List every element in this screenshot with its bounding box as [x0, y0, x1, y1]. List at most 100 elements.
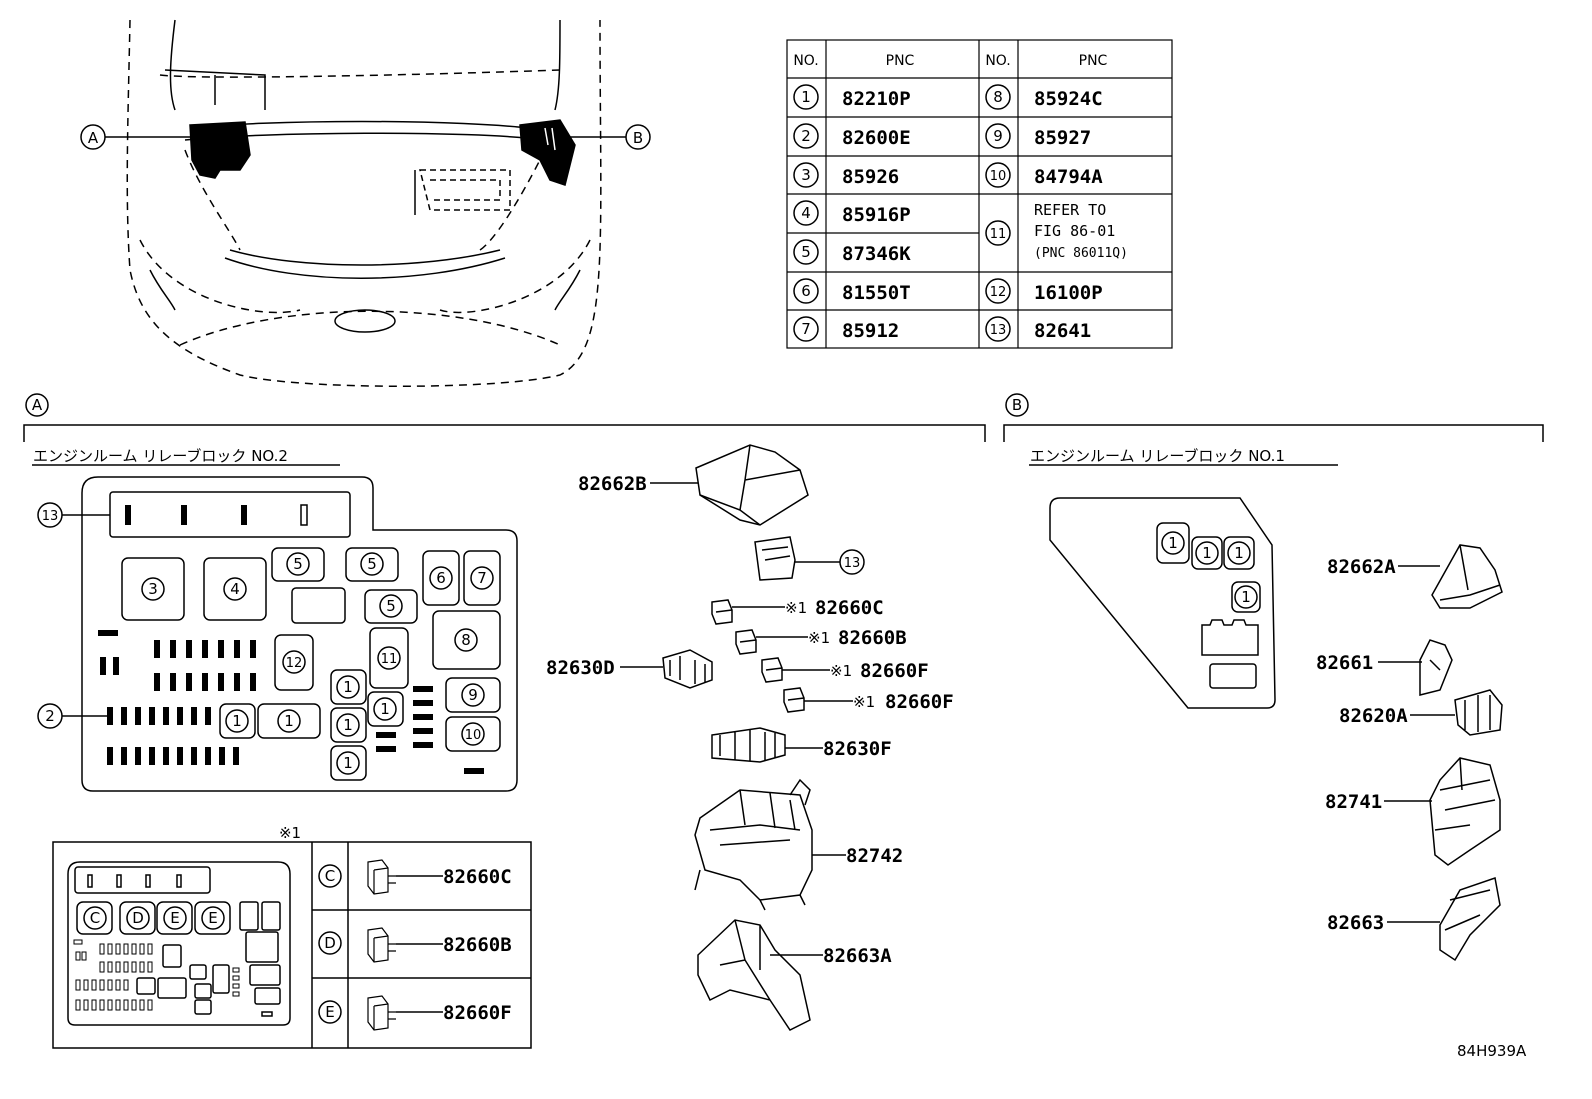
part-82662B-cover — [650, 444, 809, 526]
block-num: 3 — [148, 580, 158, 598]
part-82741-box — [1384, 757, 1501, 866]
table-no-cell: 6 — [801, 282, 811, 300]
table-no-cell: 4 — [801, 204, 811, 222]
note-mark: ※1 — [853, 693, 875, 711]
part-82660F-relay-1 — [761, 657, 830, 683]
block-num: 1 — [343, 716, 353, 734]
part-82661-clip — [1378, 639, 1453, 696]
parts-table-grid — [786, 39, 1173, 349]
part-label-82661: 82661 — [1316, 652, 1373, 674]
section-b-marker: B — [1012, 396, 1022, 414]
section-a-bracket — [23, 393, 986, 442]
part-label-13: 13 — [844, 556, 861, 571]
section-b-bracket — [1003, 393, 1544, 442]
table-no-cell: 2 — [801, 127, 811, 145]
part-13-clip — [754, 536, 865, 581]
block-num: 8 — [461, 631, 471, 649]
table-no-cell: 3 — [801, 166, 811, 184]
table-header-pnc-left: PNC — [886, 53, 915, 69]
table-refer-line-1: REFER TO — [1034, 201, 1106, 219]
table-header-no-right: NO. — [985, 53, 1010, 69]
parts-table-circles — [793, 84, 1011, 342]
part-label-82620A: 82620A — [1339, 705, 1408, 727]
table-no-cell: 11 — [990, 227, 1007, 242]
part-82663A-bracket — [697, 919, 823, 1031]
part-label-82630D: 82630D — [546, 657, 615, 679]
inset-row-letter: D — [324, 934, 336, 952]
callout-2-line — [37, 703, 107, 729]
inset-note-mark: ※1 — [279, 824, 301, 842]
block-num: 9 — [468, 686, 478, 704]
block-num: 12 — [286, 656, 303, 671]
note-mark: ※1 — [785, 599, 807, 617]
table-no-cell: 1 — [801, 88, 811, 106]
table-pnc-cell: 82210P — [842, 88, 911, 110]
note-mark: ※1 — [808, 629, 830, 647]
block-num: 7 — [477, 569, 487, 587]
inset-row-letter: E — [325, 1003, 334, 1021]
table-no-cell: 12 — [990, 285, 1007, 300]
block-num: 1 — [1234, 544, 1244, 562]
part-82660C-relay — [711, 599, 785, 625]
section-a-marker: A — [32, 396, 43, 414]
callout-2-label: 2 — [45, 707, 55, 725]
car-callout-b-letter: B — [633, 129, 643, 147]
block-num: 1 — [1168, 534, 1178, 552]
callout-13-label: 13 — [42, 509, 59, 524]
block-num: 5 — [367, 555, 377, 573]
car-callout-a-letter: A — [88, 129, 99, 147]
part-82630D-block — [620, 649, 713, 689]
table-refer-line-3: (PNC 86011Q) — [1034, 246, 1128, 261]
table-no-cell: 13 — [990, 323, 1007, 338]
inset-table — [52, 841, 532, 1049]
part-82660F-relay-2 — [783, 687, 853, 713]
table-pnc-cell: 82600E — [842, 127, 911, 149]
callout-13-line — [37, 502, 110, 528]
part-label-82660F-1: 82660F — [860, 660, 929, 682]
part-82660B-relay — [735, 629, 808, 655]
part-label-82660B: 82660B — [838, 627, 907, 649]
block-num: 5 — [293, 555, 303, 573]
relay-block-no1 — [1049, 497, 1276, 709]
part-label-82663: 82663 — [1327, 912, 1384, 934]
table-no-cell: 10 — [990, 169, 1007, 184]
table-no-cell: 5 — [801, 243, 811, 261]
table-refer-line-2: FIG 86-01 — [1034, 222, 1115, 240]
part-label-82630F: 82630F — [823, 738, 892, 760]
part-label-82741: 82741 — [1325, 791, 1382, 813]
part-label-82663A: 82663A — [823, 945, 892, 967]
block-no2-numbers: 3 4 5 5 5 6 7 8 9 10 11 12 1 1 1 1 1 1 — [148, 555, 487, 772]
part-label-82662B: 82662B — [578, 473, 647, 495]
inset-block-letters: C D E E — [90, 909, 218, 927]
part-label-82660C: 82660C — [815, 597, 884, 619]
car-outline — [126, 19, 602, 387]
block-num: 1 — [1202, 544, 1212, 562]
car-callout-a — [80, 124, 195, 150]
block-num: 1 — [232, 712, 242, 730]
block-num: 1 — [284, 712, 294, 730]
table-pnc-cell: 85926 — [842, 166, 899, 188]
inset-letter: D — [132, 909, 144, 927]
part-82663-bracket — [1387, 877, 1501, 962]
block-num: 4 — [230, 580, 240, 598]
block-num: 10 — [465, 728, 482, 743]
part-label-82660F-2: 82660F — [885, 691, 954, 713]
inset-row-letter: C — [325, 867, 335, 885]
table-no-cell: 8 — [993, 88, 1003, 106]
figure-code: 84H939A — [1457, 1042, 1527, 1060]
table-pnc-cell: 84794A — [1034, 166, 1103, 188]
part-label-82742: 82742 — [846, 845, 903, 867]
block-num: 1 — [1241, 588, 1251, 606]
table-pnc-cell: 87346K — [842, 243, 911, 265]
table-pnc-cell: 16100P — [1034, 282, 1103, 304]
table-header-no-left: NO. — [793, 53, 818, 69]
table-pnc-cell: 81550T — [842, 282, 911, 304]
block-num: 5 — [386, 597, 396, 615]
block-num: 1 — [343, 678, 353, 696]
part-82662A-cover — [1398, 544, 1503, 609]
block-num: 1 — [380, 700, 390, 718]
block-num: 11 — [381, 652, 398, 667]
part-82620A-block — [1410, 689, 1503, 736]
inset-row-pnc: 82660C — [443, 866, 512, 888]
